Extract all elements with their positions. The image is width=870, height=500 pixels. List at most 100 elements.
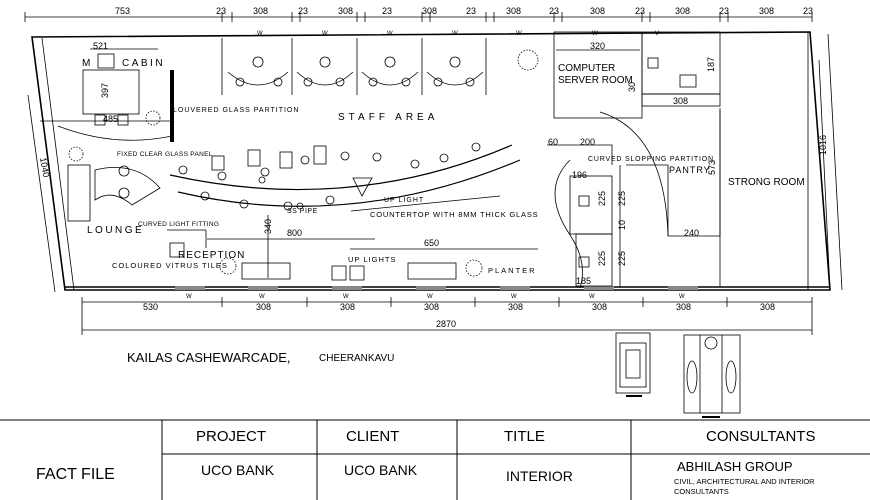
bottom-windows: [175, 286, 698, 290]
pantry-chair: [578, 256, 590, 268]
title-value: INTERIOR: [506, 468, 573, 484]
dim-196: 196: [572, 170, 587, 180]
dim-60: 60: [548, 137, 558, 147]
consultants-header: CONSULTANTS: [706, 428, 816, 445]
top-dim-11: 23: [635, 6, 645, 16]
window-mark: W: [452, 31, 458, 37]
visitor-chair: [94, 114, 106, 126]
window-mark: W: [387, 31, 393, 37]
toilet-passage: [641, 93, 721, 107]
top-dim-7: 23: [466, 6, 476, 16]
plant-icon: [465, 259, 483, 277]
ss-pipe-label: SS PIPE: [287, 208, 318, 215]
bottom-dimension-ticks: [81, 297, 813, 335]
window-markers: W W W W W W V W W W W W W W: [186, 31, 685, 300]
curved-light-label: CURVED LIGHT FITTING: [138, 221, 219, 228]
bottom-dim-4: 308: [508, 302, 523, 312]
elevation-sketch-2-circle: [704, 336, 718, 350]
dim-30: 30: [627, 82, 637, 92]
ss-pipe: [296, 202, 304, 210]
window-mark: W: [322, 31, 328, 37]
manager-cabin-label: CABIN: [122, 58, 165, 69]
consultants-desc-1: CIVIL, ARCHITECTURAL AND INTERIOR: [674, 477, 815, 486]
countertop-label: COUNTERTOP WITH 8MM THICK GLASS: [370, 210, 538, 219]
reception-chair: [169, 242, 185, 258]
right-wall-inner: [818, 59, 831, 291]
door-mark: V: [655, 31, 659, 37]
dim-185: 185: [576, 276, 591, 286]
manager-cabin-letter: M: [82, 58, 93, 69]
planter-label: PLANTER: [488, 266, 537, 275]
bottom-dim-0: 530: [143, 302, 158, 312]
lounge-chair: [118, 165, 130, 177]
top-dim-12: 308: [675, 6, 690, 16]
reception-sofa: [241, 262, 291, 280]
cabin-desk-label: 485: [103, 114, 118, 124]
dimension-texts: 753 23 308 23 308 23 308 23 308 23 308 2…: [38, 6, 828, 329]
top-dim-15: 23: [803, 6, 813, 16]
window-mark: W: [516, 31, 522, 37]
staff-area-label: STAFF AREA: [338, 112, 438, 123]
waiting-sofa: [407, 262, 457, 280]
counter-length-label: 650: [424, 238, 439, 248]
right-dimension-line: [827, 33, 843, 291]
manager-chair: [97, 53, 115, 69]
lounge-label: LOUNGE: [87, 225, 144, 236]
window-mark: W: [679, 294, 685, 300]
title-block-grid: [0, 419, 870, 500]
plant-icon: [145, 110, 161, 126]
consultants-desc-2: CONSULTANTS: [674, 487, 729, 496]
curved-counter-inner: [177, 159, 521, 207]
elevation-sketch-2-oval: [686, 360, 698, 394]
manager-desk: [82, 69, 140, 115]
curved-partition: [554, 159, 583, 289]
countertop-glass: [350, 195, 501, 212]
toilet-wc: [679, 74, 697, 88]
top-dim-10: 308: [590, 6, 605, 16]
overall-dimension: 2870: [436, 319, 456, 329]
cabin-width-label: 521: [93, 41, 108, 51]
curved-partition-label: CURVED SLOPPING PARTITION: [588, 156, 714, 163]
louvered-label: LOUVERED GLASS PARTITION: [173, 107, 299, 114]
top-dim-4: 308: [338, 6, 353, 16]
elevation-sketch-1-core: [625, 349, 641, 379]
bottom-dim-2: 308: [340, 302, 355, 312]
plant-icon: [517, 49, 539, 71]
right-side-dim: 1016: [818, 135, 828, 155]
project-header: PROJECT: [196, 428, 267, 445]
top-dim-6: 308: [422, 6, 437, 16]
lounge-table: [94, 167, 161, 206]
toilet-basin: [647, 57, 659, 69]
building-name: KAILAS CASHEWARCADE,: [127, 350, 291, 365]
window-mark: W: [592, 31, 598, 37]
top-dimension-ticks: [24, 12, 813, 22]
dim-240: 240: [684, 228, 699, 238]
title-header: TITLE: [504, 428, 545, 445]
server-width-label: 320: [590, 41, 605, 51]
fact-file-label: FACT FILE: [36, 466, 115, 483]
louvered-glass-partition: [57, 125, 173, 141]
uplights-label: UP LIGHTS: [348, 255, 396, 264]
elevation-sketch-2: [683, 334, 741, 414]
dim-10: 10: [617, 220, 627, 230]
top-dim-13: 23: [719, 6, 729, 16]
window-mark: W: [427, 294, 433, 300]
coloured-tiles-label: COLOURED VITRUS TILES: [112, 261, 228, 270]
pantry-cabin: [575, 233, 613, 287]
curved-counter-outer: [169, 144, 513, 191]
dim-225-c: 225: [597, 251, 607, 266]
top-dim-14: 308: [759, 6, 774, 16]
bottom-dim-5: 308: [592, 302, 607, 312]
lounge-seat: [349, 265, 365, 281]
counter-end: [352, 177, 373, 197]
window-mark: W: [511, 294, 517, 300]
top-dim-2: 308: [253, 6, 268, 16]
bottom-dim-3: 308: [424, 302, 439, 312]
elevation-sketch-1: [615, 332, 651, 394]
window-mark: W: [589, 294, 595, 300]
server-room-label: SERVER ROOM: [558, 75, 633, 86]
dim-225-d: 225: [617, 251, 627, 266]
strong-room-label: STRONG ROOM: [728, 177, 805, 188]
staff-workstations: [221, 38, 487, 95]
